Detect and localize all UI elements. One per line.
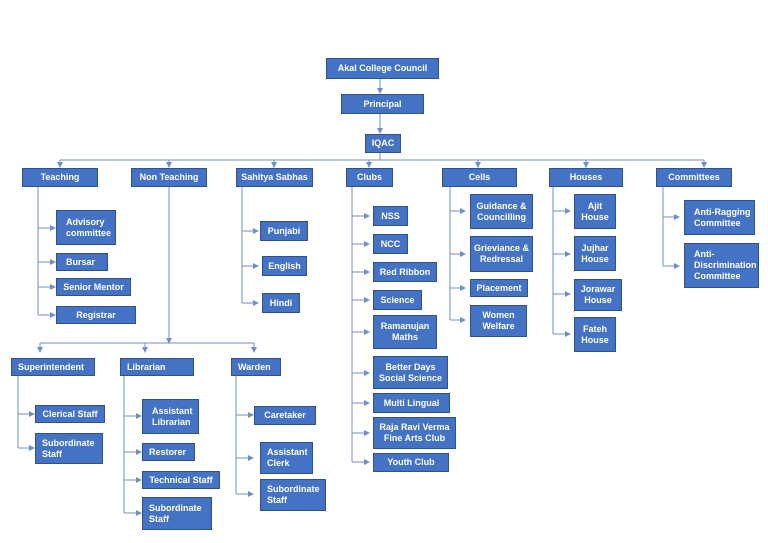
cells-label: Cells (468, 172, 491, 182)
librarian-subordinate-staff-box: Subordinate Staff (142, 497, 212, 530)
teaching-box: Teaching (22, 168, 98, 187)
teaching-item-label: Advisory committee (66, 216, 112, 238)
teaching-label: Teaching (40, 172, 80, 182)
librarian-label: Librarian (127, 361, 166, 372)
club-item-label: NCC (380, 238, 401, 249)
sabha-hindi-box: Hindi (262, 293, 300, 313)
club-youth-club-box: Youth Club (373, 453, 449, 472)
committee-item-label: Anti-Ragging Committee (694, 206, 751, 228)
houses-box: Houses (549, 168, 623, 187)
club-better-days-box: Better Days Social Science (373, 356, 448, 389)
librarian-box: Librarian (120, 358, 194, 376)
cell-placement-box: Placement (470, 279, 528, 297)
non-teaching-label: Non Teaching (139, 172, 199, 182)
sabha-item-label: Punjabi (267, 225, 301, 236)
club-multi-lingual-box: Multi Lingual (373, 393, 450, 413)
council-label: Akal College Council (337, 63, 428, 73)
house-jujhar-box: Jujhar House (574, 236, 616, 271)
committee-anti-discrimination-box: Anti-Discrimination Committee (684, 243, 759, 288)
cell-women-welfare-box: Women Welfare (470, 305, 527, 337)
house-fateh-box: Fateh House (574, 317, 616, 352)
iqac-label: IQAC (371, 138, 395, 148)
clerical-staff-box: Clerical Staff (35, 405, 105, 423)
sahitya-sabhas-label: Sahitya Sabhas (241, 172, 308, 182)
club-ramanujan-maths-box: Ramanujan Maths (373, 315, 437, 349)
club-item-label: NSS (381, 210, 400, 221)
teaching-item-label: Bursar (66, 256, 96, 267)
teaching-item-senior-mentor: Senior Mentor (56, 278, 131, 296)
club-fine-arts-box: Raja Ravi Verma Fine Arts Club (373, 417, 456, 449)
technical-staff-box: Technical Staff (142, 471, 220, 489)
cell-item-label: Grieviance & Redressal (473, 243, 530, 264)
assistant-librarian-label: Assistant Librarian (152, 405, 193, 427)
cell-item-label: Guidance & Councilling (476, 200, 527, 222)
cells-box: Cells (442, 168, 517, 187)
club-item-label: Raja Ravi Verma Fine Arts Club (379, 422, 450, 443)
sabha-item-label: Hindi (269, 297, 293, 308)
non-teaching-box: Non Teaching (131, 168, 207, 187)
club-item-label: Ramanujan Maths (380, 321, 430, 342)
technical-staff-label: Technical Staff (149, 474, 213, 485)
club-nss-box: NSS (373, 206, 408, 226)
superintendent-box: Superintendent (11, 358, 95, 376)
house-item-label: Ajit House (581, 200, 609, 222)
club-item-label: Better Days Social Science (378, 361, 443, 383)
club-item-label: Red Ribbon (379, 266, 431, 277)
teaching-item-advisory-committee: Advisory committee (56, 210, 116, 245)
teaching-item-bursar: Bursar (56, 253, 108, 271)
committee-anti-ragging-box: Anti-Ragging Committee (684, 200, 755, 235)
house-item-label: Jorawar House (580, 284, 616, 305)
subordinate-staff-label: Subordinate Staff (42, 437, 95, 459)
sabha-item-label: English (268, 260, 301, 271)
house-item-label: Jujhar House (581, 242, 609, 264)
house-ajit-box: Ajit House (574, 194, 616, 229)
principal-label: Principal (363, 98, 402, 109)
cell-item-label: Women Welfare (482, 310, 515, 331)
restorer-box: Restorer (142, 443, 195, 461)
caretaker-label: Caretaker (264, 410, 306, 420)
assistant-clerk-box: Assistant Clerk (260, 442, 313, 474)
caretaker-box: Caretaker (254, 406, 316, 425)
sahitya-sabhas-box: Sahitya Sabhas (236, 168, 313, 187)
committees-label: Committees (668, 172, 720, 182)
club-red-ribbon-box: Red Ribbon (373, 262, 437, 282)
superintendent-label: Superintendent (18, 361, 85, 372)
superintendent-subordinate-staff-box: Subordinate Staff (35, 433, 103, 464)
teaching-item-registrar: Registrar (56, 306, 136, 324)
houses-label: Houses (569, 172, 603, 182)
club-item-label: Multi Lingual (383, 397, 440, 408)
sabha-english-box: English (262, 256, 307, 276)
warden-box: Warden (231, 358, 281, 376)
assistant-clerk-label: Assistant Clerk (267, 447, 308, 468)
principal-box: Principal (341, 94, 424, 114)
teaching-item-label: Registrar (76, 309, 116, 320)
cell-item-label: Placement (476, 282, 522, 293)
subordinate-staff-label: Subordinate Staff (149, 502, 202, 524)
committee-item-label: Anti-Discrimination Committee (694, 249, 757, 281)
iqac-box: IQAC (365, 134, 401, 153)
house-jorawar-box: Jorawar House (574, 279, 622, 311)
committees-box: Committees (656, 168, 732, 187)
club-item-label: Science (380, 294, 415, 305)
clubs-box: Clubs (346, 168, 393, 187)
cell-grievance-box: Grieviance & Redressal (470, 236, 533, 272)
clerical-staff-label: Clerical Staff (42, 408, 98, 419)
club-ncc-box: NCC (373, 234, 408, 254)
teaching-item-label: Senior Mentor (63, 281, 124, 292)
club-science-box: Science (373, 290, 422, 310)
sabha-punjabi-box: Punjabi (260, 221, 308, 241)
warden-subordinate-staff-box: Subordinate Staff (260, 479, 326, 511)
restorer-label: Restorer (149, 446, 187, 457)
assistant-librarian-box: Assistant Librarian (142, 399, 199, 434)
council-box: Akal College Council (326, 58, 439, 79)
subordinate-staff-label: Subordinate Staff (267, 484, 320, 505)
warden-label: Warden (238, 361, 271, 372)
club-item-label: Youth Club (387, 457, 435, 467)
clubs-label: Clubs (356, 172, 382, 182)
cell-guidance-box: Guidance & Councilling (470, 194, 533, 229)
house-item-label: Fateh House (581, 323, 609, 345)
